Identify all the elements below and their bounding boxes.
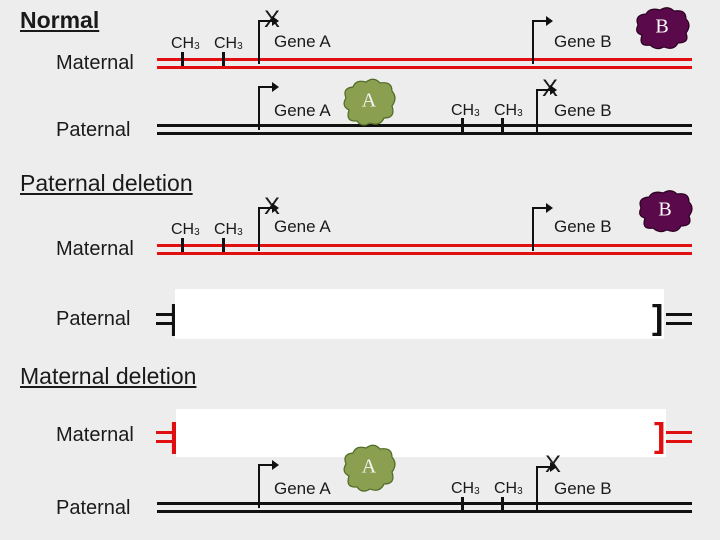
methylation-tick [222,238,225,252]
paternal-chromosome [157,502,692,505]
section-title-normal: Normal [20,7,100,33]
promoter-arrow [258,82,279,130]
deletion-bracket-left: [ [170,419,181,453]
protein-a-letter: A [361,455,377,478]
protein-b-letter: B [655,15,669,38]
maternal-chromosome [157,244,692,247]
methylation-tick [501,118,504,132]
promoter-arrow [258,460,279,508]
maternal-label: Maternal [56,424,134,446]
methyl-group-label: CH3 [494,480,523,497]
gene-b-label: Gene B [554,479,612,498]
gene-a-label: Gene A [274,217,331,236]
paternal-chromosome [157,510,692,513]
paternal-chromosome-stub [666,322,692,325]
gene-a-label: Gene A [274,32,331,51]
paternal-chromosome-stub [156,322,174,325]
methyl-group-label: CH3 [451,480,480,497]
maternal-chromosome-stub [156,440,174,443]
protein-b-letter: B [658,198,672,221]
methyl-group-label: CH3 [451,102,480,119]
methyl-group-label: CH3 [214,35,243,52]
maternal-label: Maternal [56,52,134,74]
section-title-maternal-deletion: Maternal deletion [20,363,197,389]
deleted-region [176,409,666,457]
gene-a-label: Gene A [274,479,331,498]
methyl-group-label: CH3 [494,102,523,119]
methylation-tick [461,497,464,511]
methylation-tick [461,118,464,132]
promoter-arrow [536,85,557,133]
protein-a-cloud: A [340,76,398,128]
maternal-chromosome [157,58,692,61]
maternal-chromosome-stub [156,431,174,434]
promoter-arrow [532,203,553,251]
gene-a-label: Gene A [274,101,331,120]
paternal-label: Paternal [56,119,131,141]
protein-a-letter: A [361,89,377,112]
gene-b-label: Gene B [554,101,612,120]
methyl-group-label: CH3 [171,35,200,52]
paternal-chromosome [157,132,692,135]
methylation-tick [181,52,184,66]
section-title-paternal-deletion: Paternal deletion [20,170,193,196]
protein-a-cloud: A [340,442,398,494]
paternal-label: Paternal [56,308,131,330]
deletion-bracket-right: ] [652,299,664,337]
deleted-region [175,289,664,339]
promoter-arrow [532,16,553,64]
promoter-arrow [536,462,557,510]
deletion-bracket-right: ] [654,417,666,455]
paternal-chromosome [157,124,692,127]
protein-b-cloud: B [635,188,695,234]
methyl-group-label: CH3 [214,221,243,238]
promoter-arrow [258,203,279,251]
maternal-label: Maternal [56,238,134,260]
gene-b-label: Gene B [554,217,612,236]
maternal-chromosome-stub [666,440,692,443]
protein-b-cloud: B [632,5,692,51]
maternal-chromosome [157,252,692,255]
maternal-chromosome-stub [666,431,692,434]
methyl-group-label: CH3 [171,221,200,238]
gene-b-label: Gene B [554,32,612,51]
maternal-chromosome [157,66,692,69]
methylation-tick [222,52,225,66]
paternal-chromosome-stub [666,313,692,316]
paternal-chromosome-stub [156,313,174,316]
promoter-arrow [258,16,279,64]
methylation-tick [501,497,504,511]
methylation-tick [181,238,184,252]
paternal-label: Paternal [56,497,131,519]
